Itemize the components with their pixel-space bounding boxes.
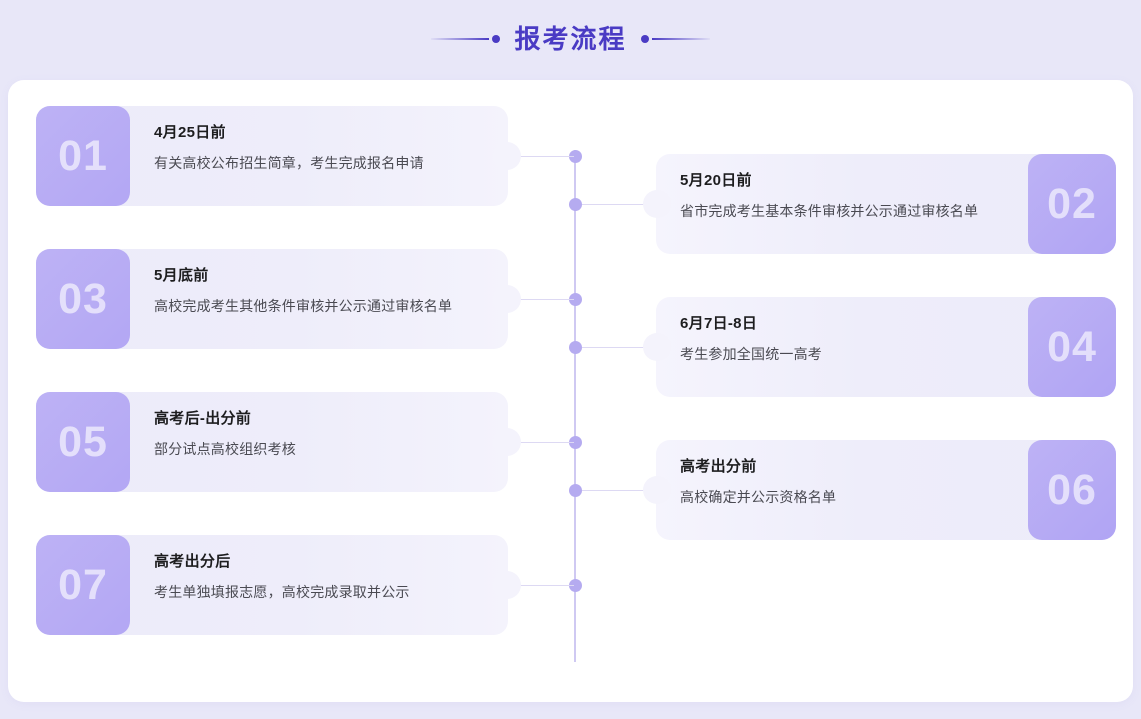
- decoration-line-left: [431, 38, 490, 40]
- connector-bump-06: [643, 476, 671, 504]
- page-title: 报考流程: [514, 24, 627, 54]
- step-badge-04: 04: [1028, 297, 1116, 397]
- timeline-node-05: [569, 436, 582, 449]
- step-badge-02: 02: [1028, 154, 1116, 254]
- timeline-card-05[interactable]: 05 高考后-出分前 部分试点高校组织考核: [36, 392, 521, 492]
- step-number-06: 06: [1047, 465, 1097, 514]
- timeline-card-06[interactable]: 高考出分前 高校确定并公示资格名单 06: [643, 440, 1116, 540]
- timeline-card-01[interactable]: 01 4月25日前 有关高校公布招生简章，考生完成报名申请: [36, 106, 521, 206]
- step-badge-01: 01: [36, 106, 130, 206]
- step-title-04: 6月7日-8日: [680, 315, 758, 332]
- connector-bump-03: [493, 285, 521, 313]
- step-body-03: 5月底前 高校完成考生其他条件审核并公示通过审核名单: [130, 249, 521, 349]
- decoration-line-right: [651, 38, 710, 40]
- connector-02: [582, 204, 662, 205]
- connector-bump-02: [643, 190, 671, 218]
- connector-bump-01: [493, 142, 521, 170]
- page-header: 报考流程: [0, 0, 1141, 78]
- step-desc-02: 省市完成考生基本条件审核并公示通过审核名单: [680, 202, 979, 219]
- title-left-decoration: [431, 35, 501, 43]
- step-number-02: 02: [1047, 179, 1097, 228]
- step-title-07: 高考出分后: [154, 553, 231, 570]
- step-desc-01: 有关高校公布招生简章，考生完成报名申请: [154, 154, 424, 171]
- step-body-01: 4月25日前 有关高校公布招生简章，考生完成报名申请: [130, 106, 521, 206]
- step-body-05: 高考后-出分前 部分试点高校组织考核: [130, 392, 521, 492]
- timeline-spine: [574, 150, 576, 662]
- title-right-decoration: [640, 35, 710, 43]
- connector-bump-05: [493, 428, 521, 456]
- step-number-05: 05: [58, 417, 108, 466]
- connector-04: [582, 347, 662, 348]
- connector-bump-04: [643, 333, 671, 361]
- connector-bump-07: [493, 571, 521, 599]
- timeline-card-03[interactable]: 03 5月底前 高校完成考生其他条件审核并公示通过审核名单: [36, 249, 521, 349]
- step-badge-05: 05: [36, 392, 130, 492]
- connector-03: [504, 299, 574, 300]
- step-title-05: 高考后-出分前: [154, 410, 252, 427]
- timeline-node-06: [569, 484, 582, 497]
- step-desc-07: 考生单独填报志愿，高校完成录取并公示: [154, 583, 410, 600]
- step-body-06: 高考出分前 高校确定并公示资格名单: [643, 440, 1028, 540]
- step-title-06: 高考出分前: [680, 458, 757, 475]
- decoration-dot-left: [492, 35, 501, 43]
- step-number-07: 07: [58, 560, 108, 609]
- step-desc-05: 部分试点高校组织考核: [154, 440, 296, 457]
- timeline-card-07[interactable]: 07 高考出分后 考生单独填报志愿，高校完成录取并公示: [36, 535, 521, 635]
- decoration-dot-right: [640, 35, 649, 43]
- timeline-node-01: [569, 150, 582, 163]
- connector-07: [504, 585, 574, 586]
- timeline-node-07: [569, 579, 582, 592]
- timeline-node-04: [569, 341, 582, 354]
- timeline-node-02: [569, 198, 582, 211]
- step-title-03: 5月底前: [154, 267, 209, 284]
- step-badge-03: 03: [36, 249, 130, 349]
- step-body-02: 5月20日前 省市完成考生基本条件审核并公示通过审核名单: [643, 154, 1028, 254]
- connector-06: [582, 490, 662, 491]
- step-title-01: 4月25日前: [154, 124, 226, 141]
- step-number-01: 01: [58, 131, 108, 180]
- timeline-node-03: [569, 293, 582, 306]
- connector-01: [504, 156, 574, 157]
- step-desc-06: 高校确定并公示资格名单: [680, 488, 837, 505]
- step-desc-04: 考生参加全国统一高考: [680, 345, 822, 362]
- timeline-card-04[interactable]: 6月7日-8日 考生参加全国统一高考 04: [643, 297, 1116, 397]
- step-desc-03: 高校完成考生其他条件审核并公示通过审核名单: [154, 297, 453, 314]
- timeline-card-02[interactable]: 5月20日前 省市完成考生基本条件审核并公示通过审核名单 02: [643, 154, 1116, 254]
- step-body-07: 高考出分后 考生单独填报志愿，高校完成录取并公示: [130, 535, 521, 635]
- timeline-panel: 01 4月25日前 有关高校公布招生简章，考生完成报名申请 5月20日前 省市完…: [8, 80, 1133, 702]
- step-number-03: 03: [58, 274, 108, 323]
- step-body-04: 6月7日-8日 考生参加全国统一高考: [643, 297, 1028, 397]
- step-number-04: 04: [1047, 322, 1097, 371]
- step-badge-07: 07: [36, 535, 130, 635]
- connector-05: [504, 442, 574, 443]
- step-title-02: 5月20日前: [680, 172, 752, 189]
- step-badge-06: 06: [1028, 440, 1116, 540]
